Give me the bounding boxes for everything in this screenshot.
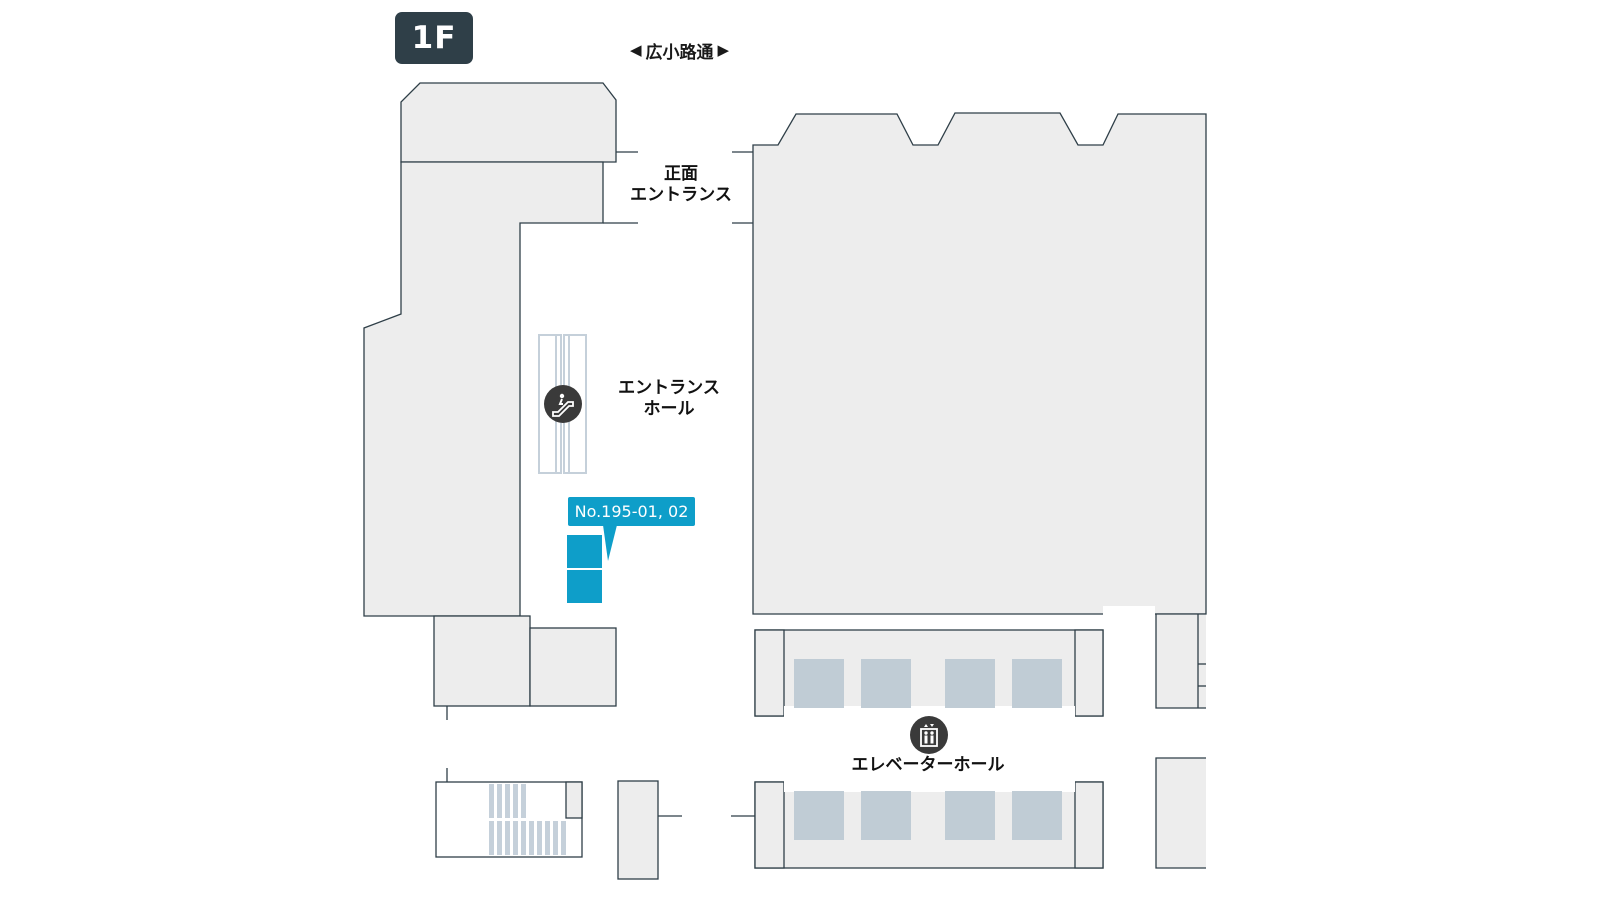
entrance-hall-line2: ホール [643, 399, 695, 419]
elevator-car [1012, 659, 1062, 708]
stairs [489, 784, 566, 855]
booth-195-02[interactable] [567, 570, 602, 603]
main-entrance-line1: 正面 [664, 164, 698, 184]
arrow-right-icon: ▶ [717, 41, 730, 59]
elevator-car [794, 659, 844, 708]
building-block-far-right-lower [1155, 757, 1206, 869]
building-block-far-right-upper [1155, 613, 1206, 709]
entrance-hall-line1: エントランス [618, 378, 720, 398]
street-label: ◀ 広小路通 ▶ [630, 36, 729, 64]
main-entrance-line2: エントランス [630, 185, 732, 205]
elevator-icon[interactable] [910, 716, 948, 754]
elevator-car [1012, 791, 1062, 840]
arrow-left-icon: ◀ [630, 41, 642, 59]
street-name: 広小路通 [645, 42, 714, 63]
entrance-hall-label: エントランス ホール [612, 378, 726, 420]
stair-block-side [617, 780, 659, 880]
booth-tag[interactable]: No.195-01, 02 [568, 497, 695, 526]
booth-195-01[interactable] [567, 535, 602, 568]
elevator-car [861, 791, 911, 840]
floor-badge: 1F [395, 12, 473, 64]
elevator-glyph [920, 724, 938, 747]
escalator-icon[interactable] [544, 385, 582, 423]
main-entrance-label: 正面 エントランス [624, 164, 738, 206]
building-block-right [752, 112, 1207, 615]
booth-tag-pointer [603, 525, 617, 561]
elevator-car [861, 659, 911, 708]
building-block-lower-left-a [433, 615, 531, 707]
building-block-lower-left-b [529, 627, 617, 707]
elevator-car [945, 791, 995, 840]
building-block-top-left [400, 82, 617, 163]
elevator-car [945, 659, 995, 708]
building-block-left [363, 161, 604, 617]
elevator-hall-label: エレベーターホール [851, 755, 1005, 775]
escalator-glyph [552, 393, 574, 417]
elevator-car [794, 791, 844, 840]
